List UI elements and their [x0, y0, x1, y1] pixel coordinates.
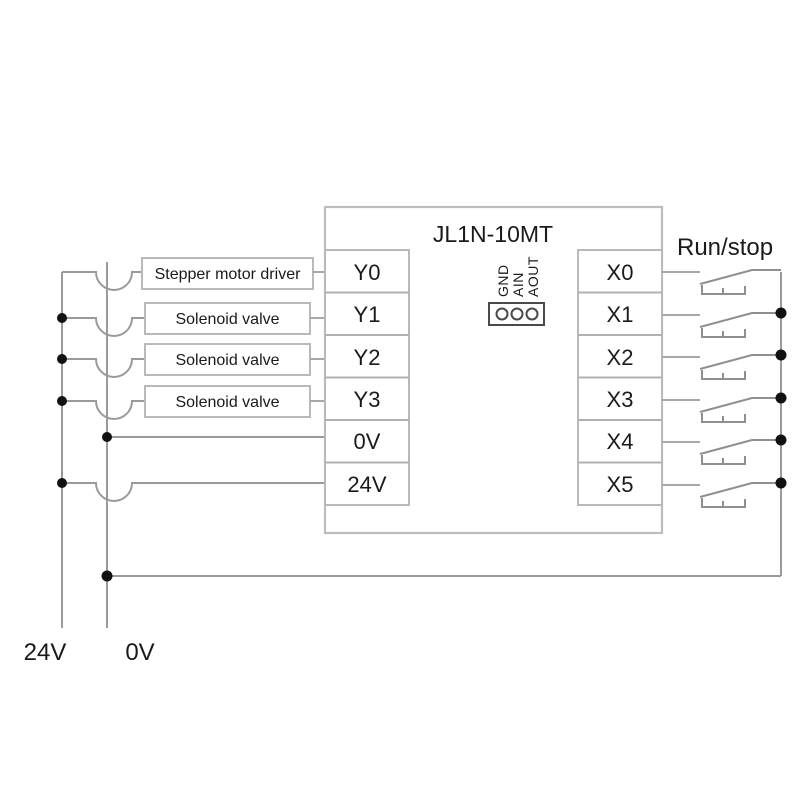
junction-dot-24v-y2 [57, 354, 67, 364]
terminal-label-y2: Y2 [354, 345, 381, 370]
device-box-solenoid-valve-3[interactable]: Solenoid valve [144, 385, 325, 418]
rail-label-0v: 0V [125, 639, 154, 666]
branch-wire-y1 [57, 313, 145, 337]
device-label-1: Solenoid valve [175, 311, 279, 328]
branch-wire-0v-terminal [102, 432, 325, 442]
pushbutton-switch-x4[interactable] [662, 434, 787, 465]
junction-dot-x3 [775, 392, 787, 404]
pushbutton-switch-x1[interactable] [662, 307, 787, 338]
branch-wire-y2 [57, 354, 145, 378]
switch-blade-x3 [699, 397, 781, 413]
input-section-label: Run/stop [677, 234, 773, 261]
pushbutton-switch-x5[interactable] [662, 477, 787, 508]
analog-pin-hole-ain [510, 307, 524, 321]
terminal-label-y0: Y0 [354, 260, 381, 285]
device-label-3: Solenoid valve [175, 394, 279, 411]
pushbutton-switch-x0[interactable] [662, 269, 781, 295]
bottom-return-wire [101, 570, 781, 582]
wire-24v-to-stepper-driver [62, 271, 142, 291]
terminal-label-x5: X5 [607, 472, 634, 497]
device-box-solenoid-valve-1[interactable]: Solenoid valve [144, 302, 325, 335]
junction-dot-x1 [775, 307, 787, 319]
switch-blade-x4 [699, 439, 781, 455]
analog-pin-label-gnd: GND [495, 264, 511, 297]
switch-blade-x1 [699, 312, 781, 328]
terminal-label-x1: X1 [607, 302, 634, 327]
device-box-stepper-motor-driver[interactable]: Stepper motor driver [141, 257, 325, 290]
branch-wire-y3 [57, 396, 145, 420]
switch-blade-x2 [699, 354, 781, 370]
terminal-label-y1: Y1 [354, 302, 381, 327]
plc-module[interactable]: JL1N-10MT Y0 Y1 Y2 Y3 0V 24V [323, 205, 664, 535]
junction-dot-x2 [775, 349, 787, 361]
analog-pin-hole-gnd [495, 307, 509, 321]
junction-dot-24v-y3 [57, 396, 67, 406]
junction-dot-0v-terminal [102, 432, 112, 442]
wire-24v-to-plc-24v [62, 482, 325, 502]
terminal-label-x0: X0 [607, 260, 634, 285]
device-label-2: Solenoid valve [175, 352, 279, 369]
device-rect-1 [144, 302, 311, 335]
pushbutton-switch-x2[interactable] [662, 349, 787, 380]
rail-label-24v: 24V [24, 639, 67, 666]
device-rect-3 [144, 385, 311, 418]
plc-output-terminal-column: Y0 Y1 Y2 Y3 0V 24V [324, 249, 410, 506]
switch-blade-x5 [699, 482, 781, 498]
terminal-label-x4: X4 [607, 429, 634, 454]
terminal-label-x3: X3 [607, 387, 634, 412]
junction-dot-x5 [775, 477, 787, 489]
junction-dot-24v-terminal [57, 478, 67, 488]
branch-wire-24v-terminal [57, 478, 325, 502]
device-box-solenoid-valve-2[interactable]: Solenoid valve [144, 343, 325, 376]
analog-pin-label-ain: AIN [510, 272, 526, 297]
wire-24v-to-solenoid-2 [62, 358, 145, 378]
device-rect-2 [144, 343, 311, 376]
wire-24v-to-solenoid-3 [62, 400, 145, 420]
switch-blade-x0 [699, 269, 781, 285]
terminal-label-24v: 24V [347, 472, 386, 497]
pushbutton-switch-x3[interactable] [662, 392, 787, 423]
analog-pin-hole-aout [525, 307, 539, 321]
plc-title: JL1N-10MT [433, 221, 553, 247]
device-rect-0 [141, 257, 314, 290]
terminal-label-y3: Y3 [354, 387, 381, 412]
wire-24v-to-solenoid-1 [62, 317, 145, 337]
junction-dot-24v-y1 [57, 313, 67, 323]
plc-input-terminal-column: X0 X1 X2 X3 X4 X5 [577, 249, 663, 506]
terminal-label-0v: 0V [354, 429, 381, 454]
terminal-label-x2: X2 [607, 345, 634, 370]
junction-dot-0v-bottom [101, 570, 113, 582]
device-label-0: Stepper motor driver [155, 266, 302, 283]
analog-connector[interactable]: GND AIN AOUT [488, 256, 545, 326]
junction-dot-x4 [775, 434, 787, 446]
branch-wire-y0 [62, 271, 142, 291]
analog-pin-label-aout: AOUT [525, 256, 541, 297]
